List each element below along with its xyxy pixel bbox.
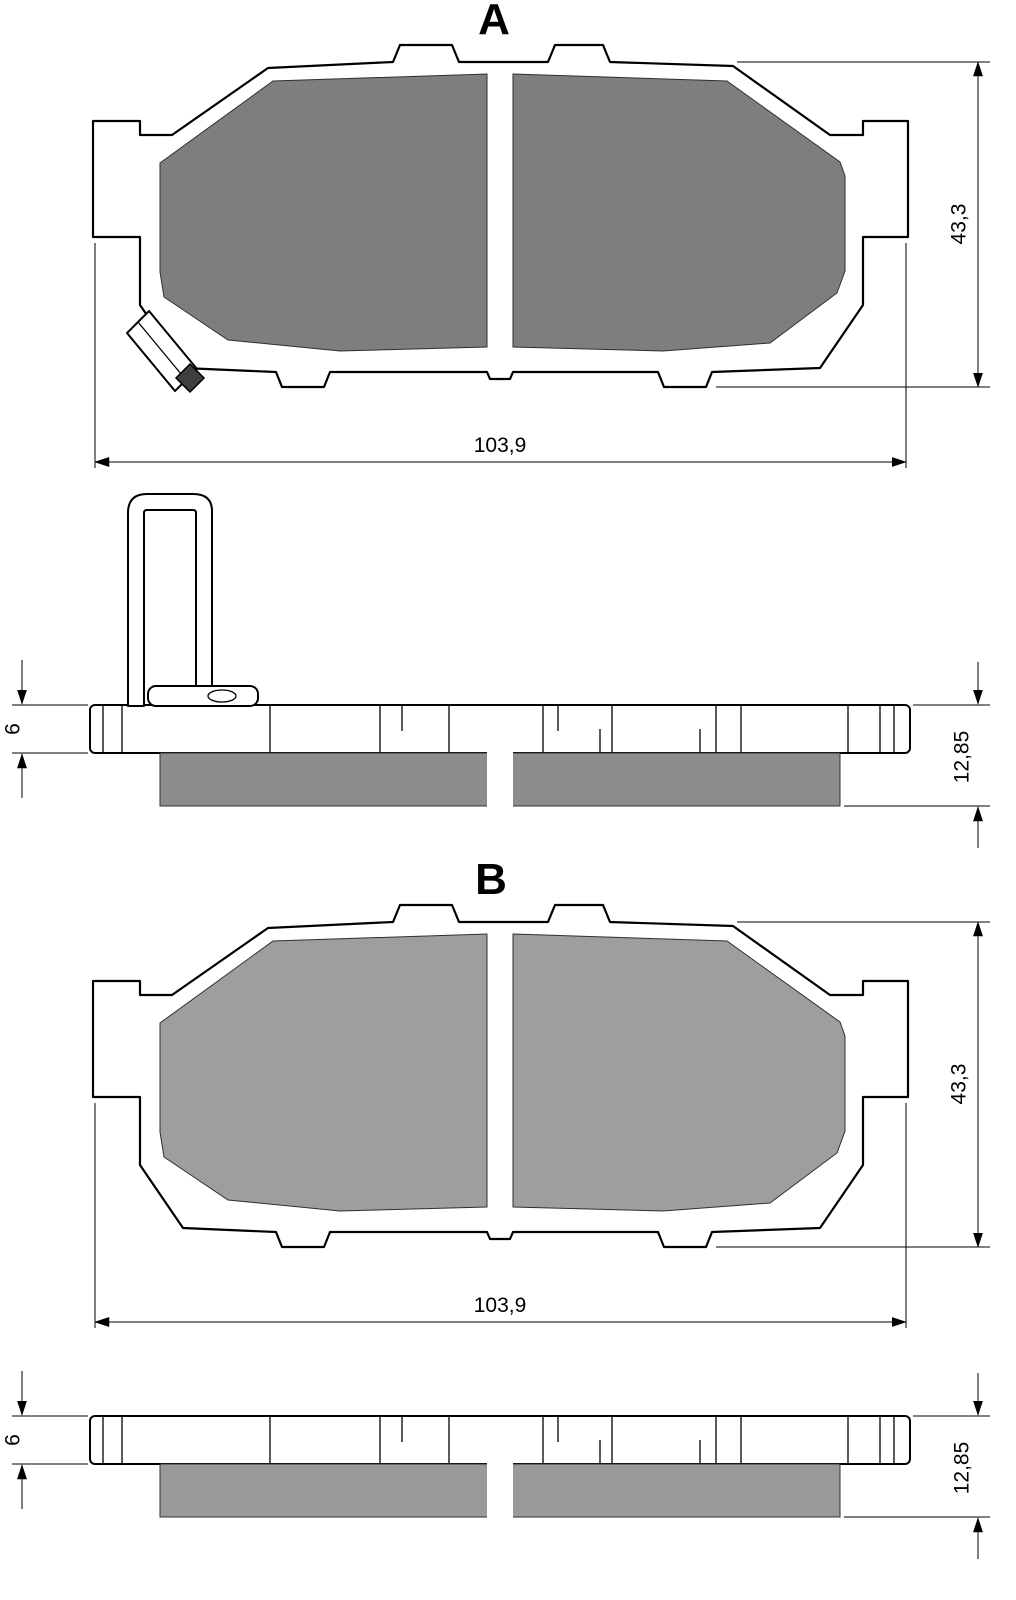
dimension-backing-thickness-b: 6 [2, 1371, 88, 1509]
center-groove-side-b [487, 1463, 513, 1518]
view-b-front: B 43,3 103,9 [91, 855, 990, 1328]
view-a-title: A [478, 0, 510, 44]
dimension-height-label-a: 43,3 [948, 204, 971, 245]
backing-thickness-label-b: 6 [2, 1434, 25, 1446]
view-a-front: A 43,3 103,9 [91, 0, 990, 468]
clip-fold-line [137, 321, 187, 381]
dimension-total-thickness-b: 12,85 [844, 1373, 990, 1559]
anti-rattle-clip-side-a [127, 493, 213, 707]
clip-tip [174, 362, 206, 394]
backing-thickness-label-a: 6 [2, 723, 25, 735]
clip-foot-a [147, 685, 259, 707]
view-b-side: 6 12,85 [2, 1371, 990, 1559]
center-groove-side-a [487, 752, 513, 807]
clip-foot-detail-a [207, 689, 237, 703]
view-b-title: B [475, 855, 507, 904]
dimension-height-label-b: 43,3 [948, 1064, 971, 1105]
dimension-total-thickness-a: 12,85 [844, 662, 990, 848]
dimension-width-b: 103,9 [94, 1103, 907, 1328]
dimension-width-label-a: 103,9 [474, 434, 527, 457]
backing-plate-side-b [89, 1415, 911, 1465]
dimension-width-a: 103,9 [94, 243, 907, 468]
total-thickness-label-a: 12,85 [951, 731, 974, 784]
dimension-width-label-b: 103,9 [474, 1294, 527, 1317]
dimension-height-a: 43,3 [716, 61, 990, 388]
dimension-backing-thickness-a: 6 [2, 660, 88, 798]
total-thickness-label-b: 12,85 [951, 1442, 974, 1495]
view-a-side: 6 12,85 [2, 493, 990, 848]
dimension-height-b: 43,3 [716, 921, 990, 1248]
backing-plate-side-a [89, 704, 911, 754]
